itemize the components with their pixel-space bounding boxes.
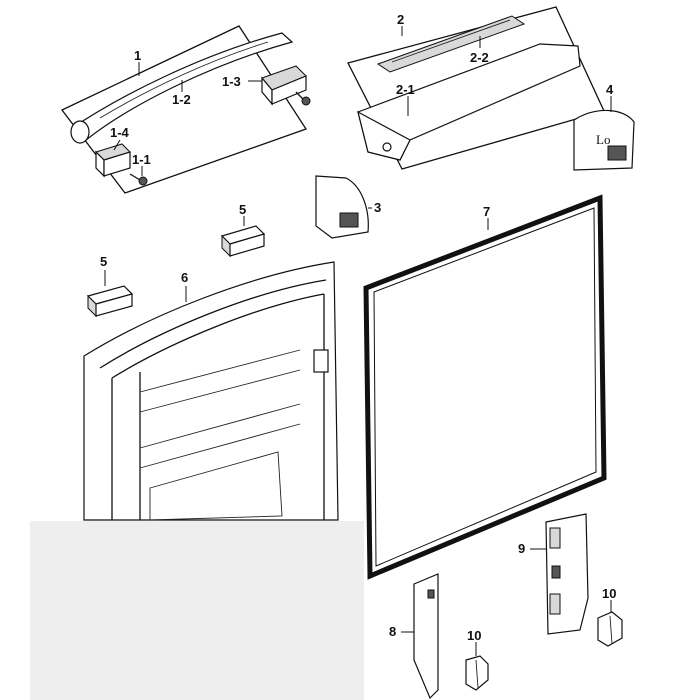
hinge-cap-upper	[597, 611, 623, 647]
lower-hinge-bracket-right	[545, 513, 589, 635]
hinge-cover-left-body	[315, 175, 369, 239]
door-bin-pin	[382, 142, 392, 152]
label-part-10-lower: 10	[467, 628, 481, 643]
door-top-edge-2	[111, 293, 325, 379]
label-part-1: 1	[134, 48, 141, 63]
handle-bar-ridge	[99, 41, 269, 119]
label-part-2: 2	[397, 12, 404, 27]
gray-overlay-panel	[30, 521, 364, 700]
hinge-cap-lower-ridge	[475, 659, 479, 689]
door-shelf-2	[139, 369, 301, 413]
label-part-9: 9	[518, 541, 525, 556]
label-part-10-upper: 10	[602, 586, 616, 601]
hinge-cover-left-vent	[339, 212, 359, 228]
hinge-cap-upper-ridge	[609, 615, 613, 645]
door-side-latch	[313, 349, 329, 373]
bracket-right-slot-3	[549, 593, 561, 615]
door-bin-front-edge	[409, 65, 581, 141]
label-part-5-upper: 5	[239, 202, 246, 217]
label-part-1-1: 1-1	[132, 152, 151, 167]
door-shelf-3	[139, 403, 301, 449]
lo-mark: Lo	[596, 132, 610, 147]
handle-clip-lower-front	[103, 151, 131, 177]
door-inner-panel	[149, 451, 283, 521]
screw-head-lower	[138, 176, 148, 186]
label-part-2-1: 2-1	[396, 82, 415, 97]
label-part-7: 7	[483, 204, 490, 219]
door-stopper-upper-front	[229, 233, 265, 257]
leader-lines	[104, 26, 612, 656]
handle-assembly-group	[60, 25, 311, 194]
door-stopper-lower-front	[95, 293, 133, 317]
gasket-outer	[363, 194, 607, 580]
label-part-8: 8	[389, 624, 396, 639]
label-part-1-4: 1-4	[110, 125, 130, 140]
label-part-6: 6	[181, 270, 188, 285]
handle-clip-upper-front	[271, 75, 307, 105]
bracket-right-slot-1	[549, 527, 561, 549]
screw-shaft-lower	[129, 173, 141, 181]
lower-hinge-bracket-left	[413, 573, 439, 700]
label-part-3: 3	[374, 200, 381, 215]
label-part-1-2: 1-2	[172, 92, 191, 107]
hinge-cover-right-vent	[607, 145, 627, 161]
door-bin-end	[357, 110, 411, 161]
door-shelf-4	[139, 423, 301, 469]
label-part-2-2: 2-2	[470, 50, 489, 65]
bracket-right-slot-2	[551, 565, 561, 579]
bracket-left-body	[413, 573, 439, 700]
handle-bar	[71, 32, 294, 141]
label-part-5-lower: 5	[100, 254, 107, 269]
label-part-1-3: 1-3	[222, 74, 241, 89]
bracket-left-hole	[427, 589, 435, 599]
part-labels: 1 1-2 1-3 1-4 1-1 2 2-2 2-1 3 4 5 5 6 7 …	[100, 12, 616, 643]
hinge-cap-upper-body	[597, 611, 623, 647]
door-bin-group	[347, 6, 605, 170]
door-top-edge-1	[99, 279, 327, 369]
screw-head-upper	[301, 96, 311, 106]
hinge-cover-left	[315, 175, 369, 239]
hinge-cover-right: Lo	[573, 109, 635, 171]
bin-rail-slots	[391, 19, 511, 63]
hinge-cap-lower	[465, 655, 489, 691]
door-outer-shell	[83, 261, 339, 521]
leader-1-4	[113, 139, 121, 151]
door-stopper-upper	[220, 225, 266, 258]
door-shelf-1	[139, 349, 301, 393]
handle-end-cap	[70, 120, 90, 144]
door-stopper-lower	[86, 285, 134, 318]
label-part-4: 4	[606, 82, 614, 97]
door-gasket	[363, 194, 607, 580]
gasket-inner	[373, 207, 597, 567]
bin-rail-cover	[376, 15, 526, 73]
freezer-door	[83, 261, 339, 521]
